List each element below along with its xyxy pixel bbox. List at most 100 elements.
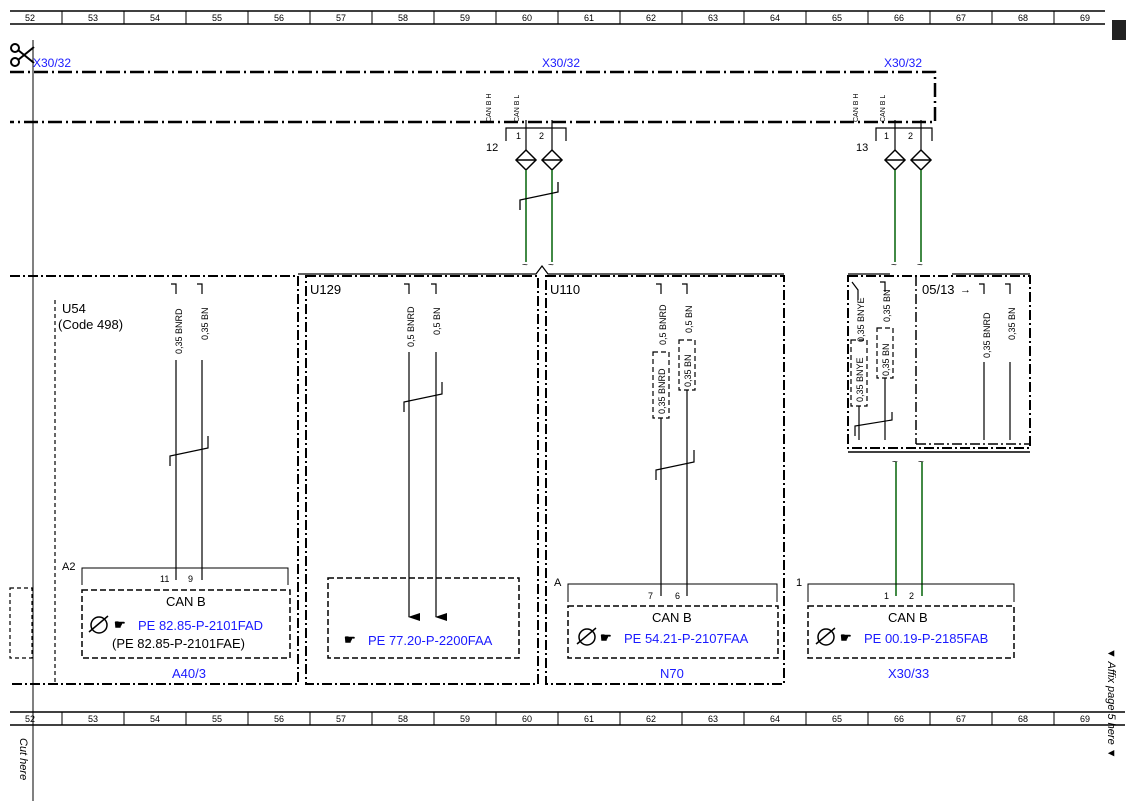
u54-area: A2 (62, 561, 75, 573)
bottom-ruler-label: 57 (336, 714, 346, 724)
pointing-hand-icon: ☛ (114, 617, 126, 632)
u110-wire2-label: 0,5 BN (684, 305, 694, 333)
box-u129 (305, 275, 539, 685)
top-ruler-label: 62 (646, 13, 656, 23)
right-area: 1 (796, 577, 802, 589)
bottom-ruler-label: 52 (25, 714, 35, 724)
svg-text:~: ~ (891, 260, 897, 271)
u110-wire1-box-label: 0,35 BNRD (657, 368, 667, 414)
right-wire4-label: 0,35 BN (1007, 307, 1017, 340)
bottom-ruler-label: 63 (708, 714, 718, 724)
pin-can-b-l-label-right: CAN B L (880, 95, 887, 122)
pin-can-b-h-label: CAN B H (486, 94, 493, 122)
top-ruler-label: 67 (956, 13, 966, 23)
bottom-ruler-label: 67 (956, 714, 966, 724)
top-ruler-label: 60 (522, 13, 532, 23)
x30-32-right-label: X30/32 (884, 56, 922, 70)
right-ref[interactable]: PE 00.19-P-2185FAB (864, 631, 988, 646)
twist-symbol-icon (514, 148, 564, 172)
pointing-hand-icon: ☛ (600, 630, 612, 645)
bottom-ruler-label: 61 (584, 714, 594, 724)
box-right-top (847, 275, 1031, 449)
x30-32-mid-label: X30/32 (542, 56, 580, 70)
box-left (10, 275, 299, 685)
u54-component: A40/3 (172, 666, 206, 681)
bottom-ruler-label: 56 (274, 714, 284, 724)
group-12-label: 12 (486, 142, 498, 154)
u110-wire2-box-label: 0,35 BN (683, 354, 693, 387)
top-ruler-label: 59 (460, 13, 470, 23)
bottom-ruler-label: 53 (88, 714, 98, 724)
top-ruler-label: 52 (25, 13, 35, 23)
bottom-ruler-label: 58 (398, 714, 408, 724)
x30-32-left-label: X30/32 (33, 56, 71, 70)
top-ruler-label: 69 (1080, 13, 1090, 23)
svg-text:~: ~ (522, 260, 528, 271)
u129-title: U129 (310, 282, 341, 297)
ecu-symbol-icon (576, 627, 597, 646)
u54-block: U54 (Code 498) 0,35 BNRD 0,35 BN A2 11 9… (9, 283, 291, 684)
u129-wire1-label: 0,5 BNRD (406, 306, 416, 347)
right-block: 0,35 BNYE 0,35 BN 0,35 BNYE 0,35 BN 05/1… (796, 281, 1017, 681)
right-wire2-box-label: 0,35 BN (881, 343, 891, 376)
right-component: X30/33 (888, 666, 929, 681)
u54-ref2[interactable]: (PE 82.85-P-2101FAE) (112, 636, 245, 651)
right-bus: CAN B (888, 610, 928, 625)
pin2-label: 2 (539, 131, 544, 141)
arrow-right-icon: → (960, 284, 971, 296)
top-ruler-label: 68 (1018, 13, 1028, 23)
bottom-ruler-label: 62 (646, 714, 656, 724)
top-ruler-label: 57 (336, 13, 346, 23)
right-wire1-label: 0,35 BNYE (856, 297, 866, 342)
affix-page-label: ▼ Affix page 5 here ▼ (1105, 648, 1117, 759)
bottom-ruler-label: 54 (150, 714, 160, 724)
u110-area: A (554, 577, 562, 589)
box-u110 (545, 275, 785, 685)
connector-group-13: CAN B H CAN B L 1 2 13 ~ ~ (853, 94, 933, 271)
corner-mark-icon (1112, 20, 1126, 40)
x30-32-connector: X30/32 X30/32 X30/32 (10, 56, 937, 124)
u54-wire1-label: 0,35 BNRD (174, 308, 184, 354)
right-wire1-box-label: 0,35 BNYE (855, 357, 865, 402)
top-ruler-label: 54 (150, 13, 160, 23)
svg-text:~: ~ (892, 457, 898, 468)
u110-ref[interactable]: PE 54.21-P-2107FAA (624, 631, 749, 646)
pin-can-b-l-label: CAN B L (514, 95, 521, 122)
bottom-ruler-label: 66 (894, 714, 904, 724)
u129-wire2-label: 0,5 BN (432, 307, 442, 335)
ecu-symbol-icon (88, 615, 109, 634)
u54-ref1[interactable]: PE 82.85-P-2101FAD (138, 618, 263, 633)
u54-wire2-label: 0,35 BN (200, 307, 210, 340)
u54-code: (Code 498) (58, 317, 123, 332)
right-wire3-label: 0,35 BNRD (982, 312, 992, 358)
top-ruler-label: 61 (584, 13, 594, 23)
bottom-ruler-label: 60 (522, 714, 532, 724)
bottom-ruler-label: 68 (1018, 714, 1028, 724)
u129-ref[interactable]: PE 77.20-P-2200FAA (368, 633, 493, 648)
u110-pin-b: 6 (675, 591, 680, 601)
ecu-symbol-icon (815, 627, 836, 646)
u110-title: U110 (550, 282, 580, 297)
u110-pin-a: 7 (648, 591, 653, 601)
bottom-ruler-label: 59 (460, 714, 470, 724)
right-pin-b: 2 (909, 591, 914, 601)
top-ruler-label: 63 (708, 13, 718, 23)
pin2-label-right: 2 (908, 131, 913, 141)
bottom-ruler-label: 55 (212, 714, 222, 724)
pin1-label-right: 1 (884, 131, 889, 141)
top-ruler-label: 66 (894, 13, 904, 23)
scissors-icon (10, 43, 35, 67)
top-ruler-label: 56 (274, 13, 284, 23)
bottom-ruler-label: 64 (770, 714, 780, 724)
group-13-label: 13 (856, 142, 868, 154)
pin1-label: 1 (516, 131, 521, 141)
cut-here-label: Cut here (17, 738, 29, 780)
u110-component: N70 (660, 666, 684, 681)
u54-bus: CAN B (166, 594, 206, 609)
top-ruler-label: 53 (88, 13, 98, 23)
right-wire2-label: 0,35 BN (882, 289, 892, 322)
pointing-hand-icon: ☛ (344, 632, 356, 647)
right-sub-label: 05/13 (922, 282, 955, 297)
svg-text:~: ~ (918, 457, 924, 468)
